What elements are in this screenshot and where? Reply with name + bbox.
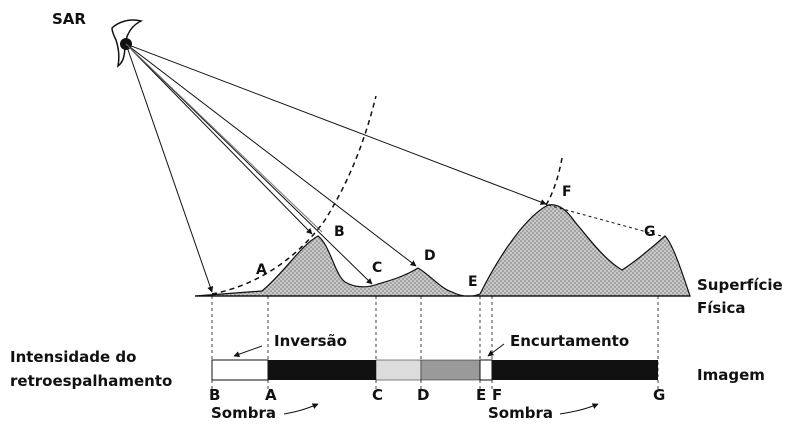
band-segment-b-a [211, 359, 269, 381]
point-e-label: E [468, 274, 478, 290]
point-c-label: C [372, 260, 382, 276]
wavefront-left [211, 95, 377, 295]
bottom-tick-e: E [476, 386, 486, 404]
bottom-tick-b: B [209, 386, 220, 404]
band-segment-e-f [479, 359, 493, 381]
shadow-right-arrow [559, 403, 599, 415]
point-g-label: G [644, 224, 656, 240]
bottom-tick-a: A [265, 386, 277, 404]
band-segment-a-c [268, 360, 376, 380]
image-band [211, 359, 658, 381]
sar-label: SAR [52, 10, 86, 28]
terrain-surface [194, 204, 691, 297]
band-segment-d-e [420, 359, 481, 381]
point-f-label: F [562, 184, 572, 200]
image-label: Imagem [697, 366, 765, 384]
shadow-left-label: Sombra [211, 404, 276, 422]
surface-label-line1: Superfície [697, 276, 783, 294]
point-a-label: A [256, 262, 267, 278]
shadow-left-arrow [283, 403, 319, 415]
intensity-label-line2: retroespalhamento [10, 372, 172, 390]
point-d-label: D [424, 248, 436, 264]
inversion-label: Inversão [274, 332, 347, 350]
band-segment-c-d [375, 359, 422, 381]
bottom-tick-f: F [492, 386, 502, 404]
bottom-tick-c: C [372, 386, 383, 404]
wavefront-right [545, 157, 563, 206]
inversion-arrow [233, 345, 263, 358]
shadow-right-label: Sombra [488, 404, 553, 422]
radar-rays [125, 43, 666, 293]
surface-label-line2: Física [697, 299, 745, 317]
point-b-label: B [334, 224, 345, 240]
bottom-tick-d: D [417, 386, 429, 404]
foreshortening-arrow [487, 343, 505, 357]
bottom-tick-g: G [653, 386, 665, 404]
foreshortening-label: Encurtamento [510, 332, 629, 350]
intensity-label-line1: Intensidade do [10, 348, 136, 366]
sar-antenna-icon [111, 19, 144, 68]
band-segment-f-g [492, 360, 658, 380]
